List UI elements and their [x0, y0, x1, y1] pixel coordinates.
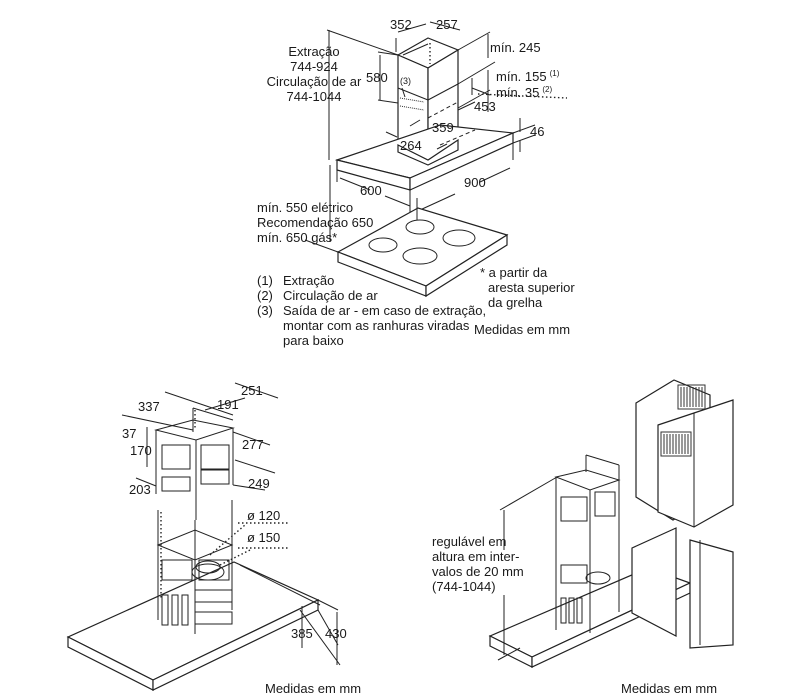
legend: (1) Extração (2) Circulação de ar (3) Saída…: [257, 273, 486, 348]
adjust-line: valos de 20 mm: [432, 564, 524, 579]
clearance-line: mín. 650 gás*: [257, 230, 338, 245]
burner: [405, 219, 435, 235]
dim-dia-150: ø 150: [247, 530, 281, 545]
hood-height-line: Extração: [288, 44, 340, 59]
dim-dia-120: ø 120: [247, 508, 281, 523]
dim-46: 46: [530, 124, 545, 139]
clearance-line: Recomendação 650: [257, 215, 374, 230]
dim-min-155: mín. 155(1): [496, 66, 559, 84]
dim-600: 600: [360, 183, 382, 198]
footnote-line: * a partir da: [480, 265, 548, 280]
legend-text: Circulação de ar: [283, 288, 378, 303]
footnote-line: da grelha: [488, 295, 543, 310]
burner: [442, 229, 476, 247]
dim-191: 191: [217, 397, 239, 412]
units-label-bottom-left: Medidas em mm: [265, 681, 362, 696]
air-outlet-slots: [399, 87, 425, 111]
adjust-line: altura em inter-: [432, 549, 520, 564]
dim-264: 264: [400, 138, 422, 153]
frame-upper: [154, 407, 235, 520]
cooktop: [304, 165, 509, 298]
footnote-line: aresta superior: [488, 280, 575, 295]
dim-337: 337: [138, 399, 160, 414]
legend-item: (3) Saída de ar - em caso de extração,: [257, 303, 486, 318]
dim-359: 359: [432, 120, 454, 135]
units-label-bottom-right: Medidas em mm: [621, 681, 718, 696]
dim-249: 249: [248, 476, 270, 491]
dim-251: 251: [241, 383, 263, 398]
legend-text: para baixo: [283, 333, 344, 348]
dim-170: 170: [130, 443, 152, 458]
top-dimension-lines: [326, 21, 568, 212]
chimney-seam-2: [427, 83, 459, 101]
clearance-label: mín. 550 elétrico Recomendação 650 mín. …: [257, 200, 373, 245]
dim-min-155-value: mín. 155: [496, 69, 547, 84]
legend-item: (1) Extração: [257, 273, 486, 288]
hood-height-line: 744-924: [290, 59, 338, 74]
frame-dimension-lines: [121, 382, 341, 666]
frame-lower: [156, 500, 234, 634]
legend-num: (3): [257, 303, 273, 318]
legend-num: (2): [257, 288, 273, 303]
dim-257: 257: [436, 17, 458, 32]
adjust-dimension-line: [497, 476, 558, 661]
legend-item: montar com as ranhuras viradas: [257, 318, 486, 333]
burner: [368, 237, 398, 253]
upper-cover-panels: [635, 379, 734, 528]
dim-453: 453: [474, 99, 496, 114]
bottom-left-frame-diagram: [66, 382, 341, 691]
clearance-line: mín. 550 elétrico: [257, 200, 354, 215]
dim-900: 900: [464, 175, 486, 190]
callout-3: (3): [400, 76, 411, 86]
dim-352: 352: [390, 17, 412, 32]
legend-item: (2) Circulação de ar: [257, 288, 486, 303]
dim-203: 203: [129, 482, 151, 497]
dim-min-245: mín. 245: [490, 40, 541, 55]
dim-430: 430: [325, 626, 347, 641]
dim-385: 385: [291, 626, 313, 641]
burner: [402, 247, 438, 265]
legend-text: montar com as ranhuras viradas: [283, 318, 470, 333]
legend-num: (1): [257, 273, 273, 288]
hood-canopy: [334, 124, 516, 191]
legend-text: Saída de ar - em caso de extração,: [283, 303, 487, 318]
hood-height-line: Circulação de ar: [266, 74, 362, 89]
dim-min-35: mín. 35(2): [496, 82, 552, 100]
bottom-right-exploded-diagram: [488, 379, 734, 668]
legend-item: para baixo: [257, 333, 486, 348]
frame-assembly: [554, 454, 621, 633]
footnote: * a partir da aresta superior da grelha: [480, 265, 575, 310]
dim-277: 277: [242, 437, 264, 452]
adjust-line: regulável em: [432, 534, 507, 549]
dim-min-155-note: (1): [549, 69, 560, 78]
adjust-label: regulável em altura em inter- valos de 2…: [432, 534, 524, 594]
hood-height-label: Extração 744-924 Circulação de ar 744-10…: [256, 44, 372, 104]
dim-580: 580: [366, 70, 388, 85]
hood-height-line: 744-1044: [286, 89, 342, 104]
adjust-line: (744-1044): [432, 579, 496, 594]
dim-min-35-note: (2): [542, 85, 553, 94]
dim-37: 37: [122, 426, 137, 441]
lower-cover-panels: [631, 527, 734, 649]
legend-text: Extração: [283, 273, 335, 288]
top-hood-diagram: [304, 21, 568, 298]
dim-min-35-value: mín. 35: [496, 85, 540, 100]
units-label-top: Medidas em mm: [474, 322, 571, 337]
